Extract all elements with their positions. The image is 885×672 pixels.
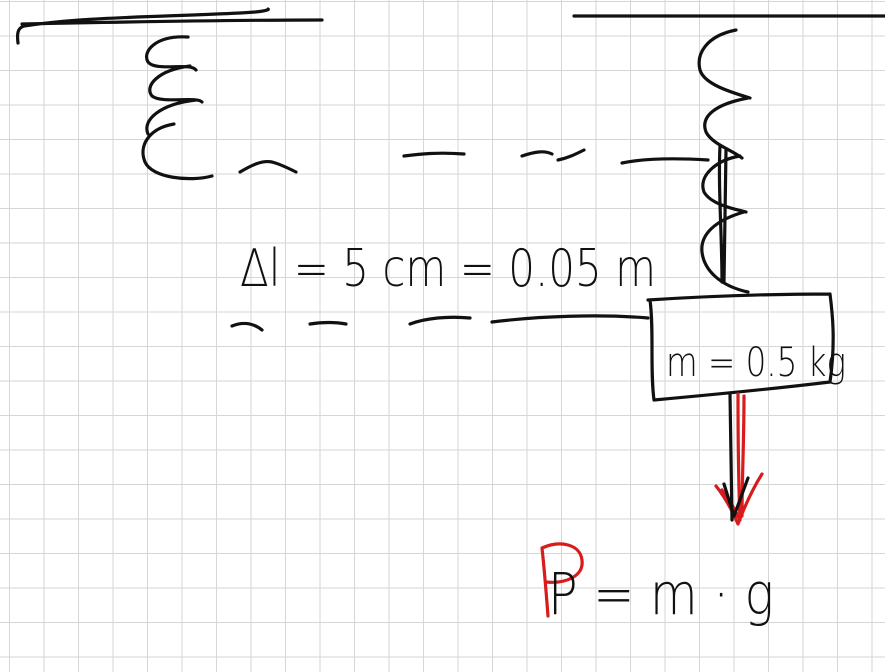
elongation-label: Δl = 5 cm = 0.05 m: [240, 239, 656, 299]
weight-force-arrow: [714, 392, 764, 526]
weight-symbol-red-stroke: [540, 542, 584, 618]
left-ceiling-line: [15, 7, 324, 45]
mass-label: m = 0.5 kg: [666, 340, 846, 386]
left-spring: [141, 35, 214, 181]
hanging-block: [646, 292, 835, 402]
weight-formula: P = m · g: [548, 560, 774, 628]
right-spring: [697, 28, 752, 294]
lower-dashed-line: [230, 314, 650, 332]
upper-dashed-line: [238, 148, 710, 174]
right-spring-axis: [717, 144, 728, 284]
weight-force-arrow-trace: [722, 392, 750, 522]
